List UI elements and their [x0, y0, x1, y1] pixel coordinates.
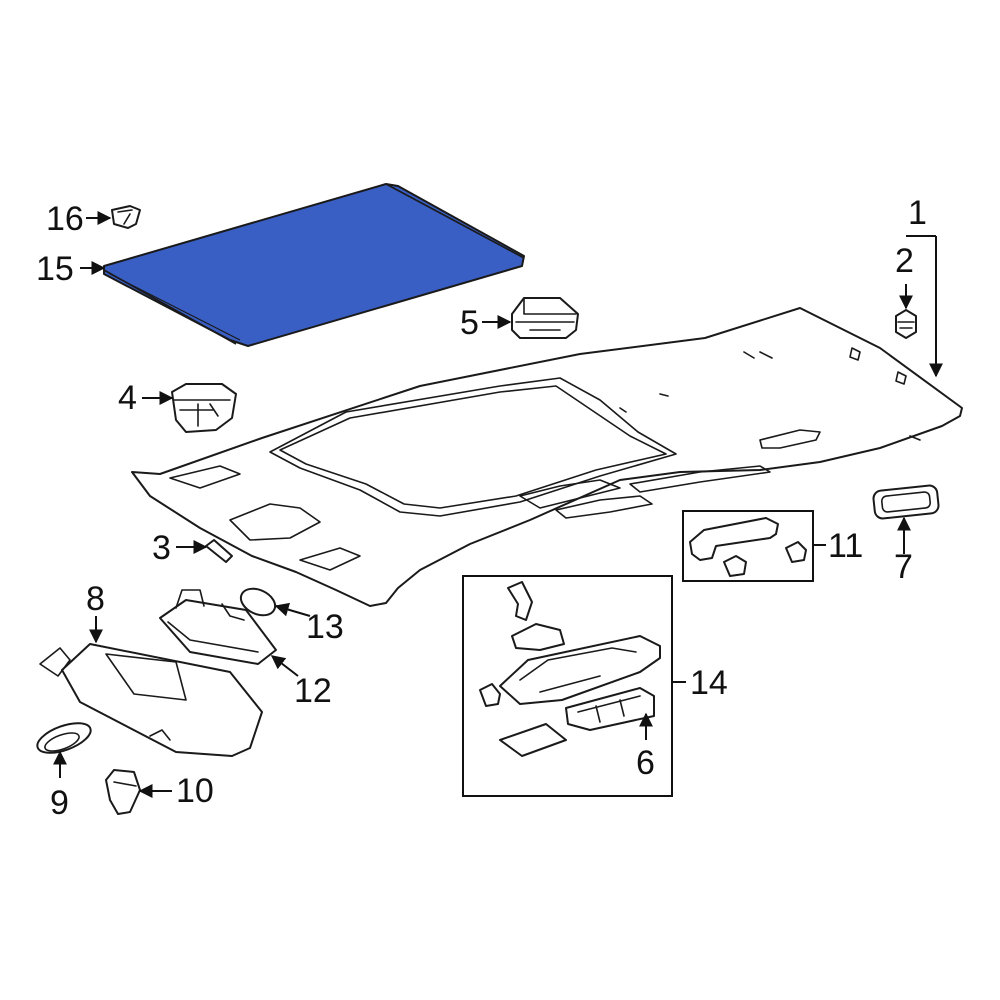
- callout-12: 12: [294, 672, 332, 710]
- callout-14: 14: [690, 664, 728, 702]
- sunshade-clip-part[interactable]: [111, 205, 141, 229]
- callout-10: 10: [176, 772, 214, 810]
- callout-1: 1: [908, 194, 927, 232]
- callout-13: 13: [306, 608, 344, 646]
- retainer-clip-part[interactable]: [895, 309, 917, 339]
- console-part[interactable]: [479, 581, 661, 757]
- callout-8: 8: [86, 580, 105, 618]
- callout-15: 15: [36, 250, 74, 288]
- console-group-box: [462, 575, 673, 797]
- leaders: [53, 211, 943, 798]
- callout-3: 3: [152, 529, 171, 567]
- callout-11: 11: [828, 527, 863, 565]
- callout-6: 6: [636, 744, 655, 782]
- callout-16: 16: [46, 200, 84, 238]
- headliner-part[interactable]: [131, 307, 963, 607]
- grip-cover-part[interactable]: [872, 484, 940, 520]
- callout-2: 2: [895, 242, 914, 280]
- assist-grip-part[interactable]: [689, 517, 807, 577]
- small-clip-part[interactable]: [205, 539, 233, 563]
- bulb-part[interactable]: [237, 584, 280, 621]
- callout-7: 7: [894, 548, 913, 586]
- callout-4: 4: [118, 379, 137, 417]
- sunshade-part[interactable]: [103, 183, 525, 347]
- sun-visor-part[interactable]: [39, 643, 263, 757]
- module-part[interactable]: [511, 297, 579, 339]
- dome-lamp-part[interactable]: [159, 589, 277, 665]
- visor-cover-part[interactable]: [34, 717, 95, 759]
- callout-5: 5: [460, 304, 479, 342]
- visor-holder-part[interactable]: [105, 769, 141, 815]
- lamp-housing-part[interactable]: [171, 383, 237, 433]
- callout-9: 9: [50, 784, 69, 822]
